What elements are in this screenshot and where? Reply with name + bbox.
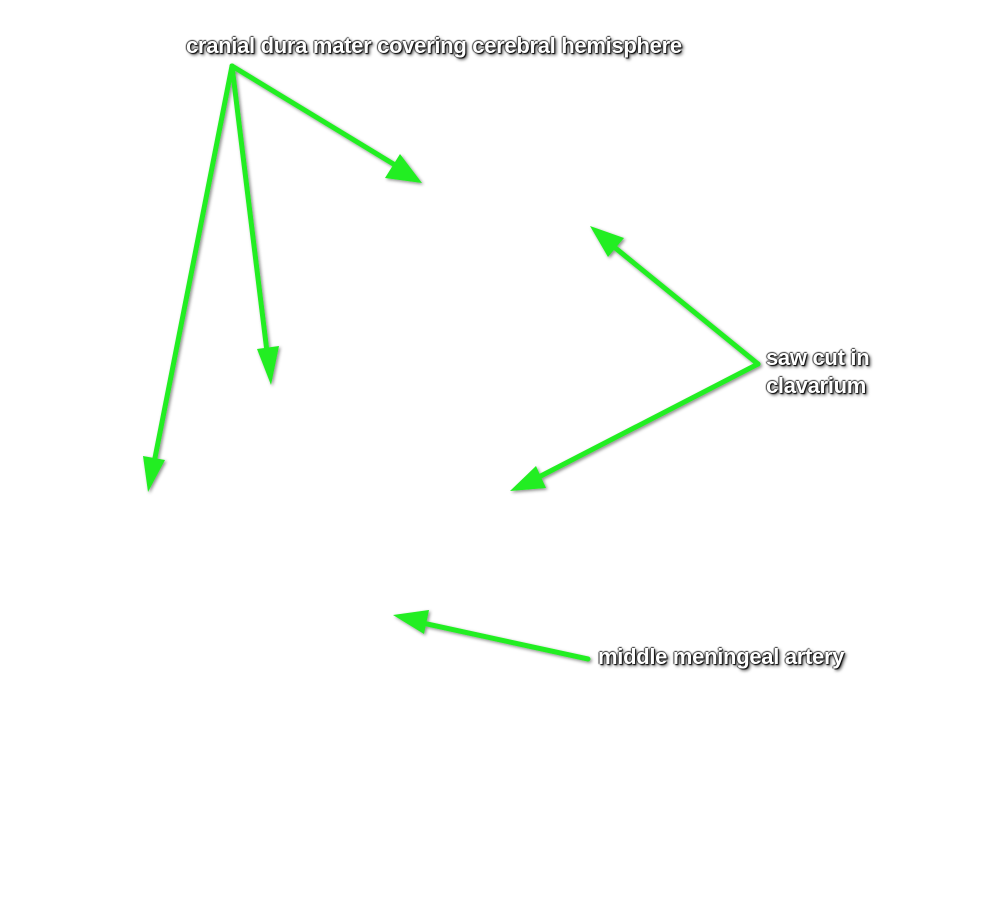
saw-cut-label-line1: saw cut in — [766, 345, 870, 370]
artery-arrowhead — [393, 610, 429, 634]
dura-arrowhead-middle — [257, 346, 279, 385]
saw-arrow-lower — [530, 361, 761, 483]
dura-arrowhead-upper-right — [385, 154, 422, 183]
saw-arrowhead-lower — [510, 466, 546, 491]
saw-cut-label: saw cut in clavarium — [766, 344, 870, 400]
saw-arrowhead-upper — [590, 226, 624, 257]
middle-meningeal-artery-label: middle meningeal artery — [598, 644, 845, 669]
saw-cut-label-line2: clavarium — [766, 373, 867, 398]
dura-mater-label: cranial dura mater covering cerebral hem… — [186, 33, 682, 58]
saw-arrow-upper — [605, 239, 761, 367]
dura-arrow-upper-right — [229, 63, 403, 171]
dura-arrow-left — [150, 63, 235, 471]
dura-arrow-middle — [229, 63, 271, 363]
dura-arrowhead-left — [143, 456, 165, 492]
artery-arrow — [415, 619, 591, 662]
